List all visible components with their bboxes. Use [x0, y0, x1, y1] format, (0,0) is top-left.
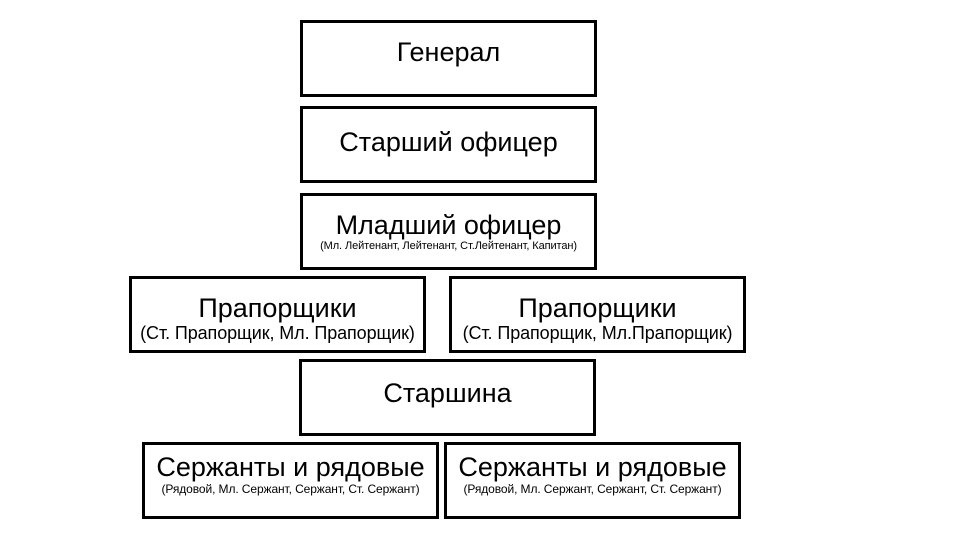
rank-title: Старший офицер: [339, 127, 558, 157]
rank-title: Сержанты и рядовые: [156, 452, 425, 482]
rank-box-senior-officer: Старший офицер: [300, 106, 597, 183]
rank-subtitle: (Рядовой, Мл. Сержант, Сержант, Ст. Серж…: [161, 482, 420, 496]
rank-subtitle: (Ст. Прапорщик, Мл.Прапорщик): [462, 323, 733, 343]
rank-box-starshina: Старшина: [299, 359, 596, 436]
rank-box-sergeants-privates-right: Сержанты и рядовые (Рядовой, Мл. Сержант…: [444, 442, 741, 519]
rank-subtitle: (Рядовой, Мл. Сержант, Сержант, Ст. Серж…: [463, 482, 722, 496]
rank-title: Старшина: [383, 378, 512, 408]
rank-title: Прапорщики: [198, 293, 357, 323]
rank-box-warrant-officers-left: Прапорщики (Ст. Прапорщик, Мл. Прапорщик…: [129, 276, 426, 353]
rank-title: Прапорщики: [518, 293, 677, 323]
rank-subtitle: (Ст. Прапорщик, Мл. Прапорщик): [140, 323, 415, 343]
rank-box-general: Генерал: [300, 20, 597, 97]
rank-title: Генерал: [396, 37, 501, 67]
rank-box-junior-officer: Младший офицер (Мл. Лейтенант, Лейтенант…: [300, 193, 597, 270]
rank-box-sergeants-privates-left: Сержанты и рядовые (Рядовой, Мл. Сержант…: [142, 442, 439, 519]
rank-title: Сержанты и рядовые: [458, 452, 727, 482]
rank-box-warrant-officers-right: Прапорщики (Ст. Прапорщик, Мл.Прапорщик): [449, 276, 746, 353]
rank-title: Младший офицер: [335, 210, 562, 240]
rank-subtitle: (Мл. Лейтенант, Лейтенант, Ст.Лейтенант,…: [320, 240, 577, 252]
